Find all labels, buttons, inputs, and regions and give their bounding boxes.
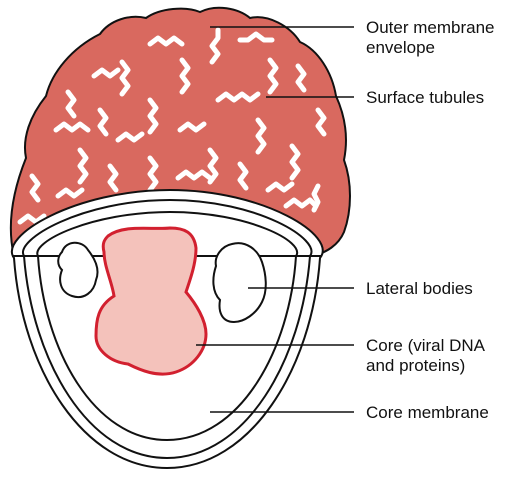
label-lateral-bodies: Lateral bodies [366,279,473,298]
label-core-1: Core (viral DNA [366,336,486,355]
label-core-membrane: Core membrane [366,403,489,422]
core [96,228,206,374]
label-outer-membrane-2: envelope [366,38,435,57]
label-core-2: and proteins) [366,356,465,375]
label-surface-tubules: Surface tubules [366,88,484,107]
label-outer-membrane-1: Outer membrane [366,18,495,37]
